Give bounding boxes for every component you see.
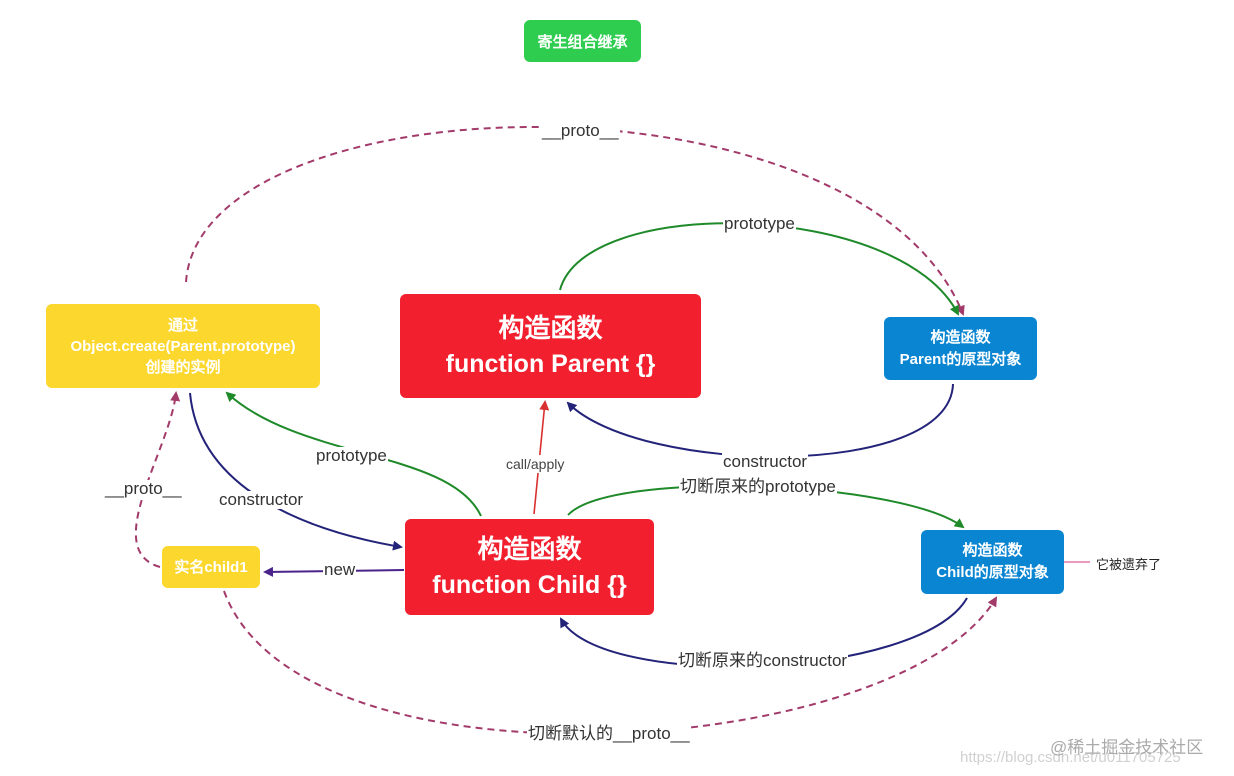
parent-constructor-line2: function Parent {} [445,350,656,378]
edge-label-child-prototype: prototype [315,446,388,465]
edge-label-call-apply: call/apply [505,455,566,473]
edge-label-proto-top: __proto__ [541,121,620,140]
edge-label-parent-prototype: prototype [723,214,796,233]
edge-label-parent-constructor: constructor [722,452,809,471]
child-prototype-node: 构造函数 Child的原型对象 [921,530,1064,594]
abandoned-note: 它被遗弃了 [1096,557,1162,572]
edge-label-cut-constructor: 切断原来的constructor [677,651,849,670]
watermark-brand: @稀土掘金技术社区 [1050,738,1204,757]
edge-label-proto-left: __proto__ [104,479,183,498]
instance-node: 实名child1 [162,546,260,588]
edge-label-cut-prototype: 切断原来的prototype [679,477,837,496]
parent-prototype-node: 构造函数 Parent的原型对象 [884,317,1037,380]
edge-label-cut-default-proto: 切断默认的__proto__ [527,724,691,743]
child-prototype-line2: Child的原型对象 [936,564,1049,581]
edge-child-constructor [189,392,403,551]
child-constructor-line2: function Child {} [432,571,627,599]
parent-constructor-line1: 构造函数 [498,313,603,343]
child-prototype-line1: 构造函数 [962,542,1023,559]
child-constructor-node: 构造函数 function Child {} [405,519,654,615]
watermark-url: https://blog.csdn.net/u011705725 [960,749,1181,766]
parent-constructor-node: 构造函数 function Parent {} [400,294,701,398]
title-label: 寄生组合继承 [537,33,628,51]
edge-label-child-constructor: constructor [218,490,305,509]
object-create-node: 通过 Object.create(Parent.prototype) 创建的实例 [46,304,320,388]
edge-proto-top [185,126,965,316]
object-create-line2: Object.create(Parent.prototype) [70,337,296,355]
parent-prototype-line2: Parent的原型对象 [899,350,1022,368]
object-create-line3: 创建的实例 [145,358,221,376]
object-create-line1: 通过 [167,316,198,334]
parent-prototype-line1: 构造函数 [930,328,991,346]
edge-cut-default-proto [223,590,998,735]
child-constructor-line1: 构造函数 [477,534,582,564]
edge-label-new: new [323,560,357,579]
title-node: 寄生组合继承 [524,20,641,62]
instance-label: 实名child1 [174,558,248,576]
